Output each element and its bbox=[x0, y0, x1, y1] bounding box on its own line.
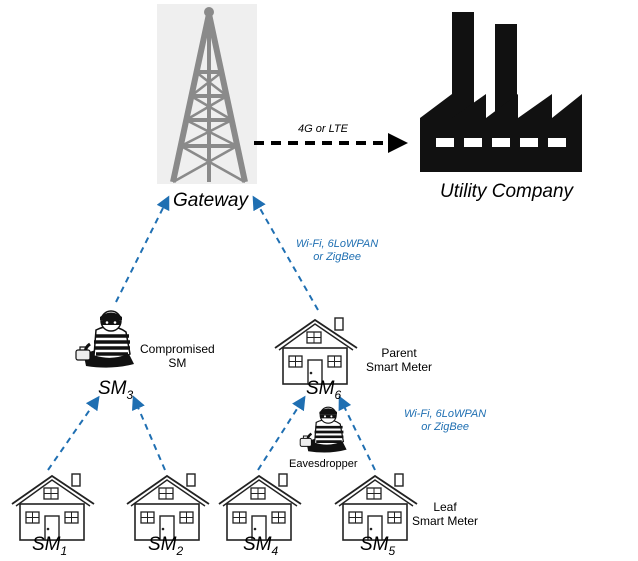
gateway-label: Gateway bbox=[173, 190, 248, 211]
house-icon bbox=[274, 317, 358, 385]
leaf-line-2: Smart Meter bbox=[412, 514, 479, 528]
house-icon bbox=[126, 473, 210, 541]
upper-link-tech-label: Wi-Fi, 6LoWPAN or ZigBee bbox=[296, 238, 378, 264]
eavesdropper-annotation: Eavesdropper bbox=[289, 458, 358, 470]
burglar-icon bbox=[74, 309, 136, 370]
sm5-label-sub: 5 bbox=[388, 543, 396, 558]
sm3-label: SM3 bbox=[98, 378, 133, 402]
lower-link-tech-label: Wi-Fi, 6LoWPAN or ZigBee bbox=[404, 408, 486, 434]
sm1-label-base: SM bbox=[32, 534, 61, 555]
sm2-label-base: SM bbox=[148, 534, 177, 555]
house-icon bbox=[218, 473, 302, 541]
compromised-line-1: Compromised bbox=[140, 342, 215, 356]
sm5-label-base: SM bbox=[360, 534, 389, 555]
sm6-label-base: SM bbox=[306, 378, 335, 399]
link-sm1-sm3 bbox=[47, 395, 100, 471]
sm1-label-sub: 1 bbox=[60, 543, 68, 558]
leaf-meter-annotation: Leaf Smart Meter bbox=[412, 500, 478, 528]
cell-tower-icon bbox=[157, 4, 257, 184]
compromised-sm-annotation: Compromised SM bbox=[140, 342, 215, 370]
upper-link-tech-line-2: or ZigBee bbox=[313, 251, 361, 263]
sm4-label-sub: 4 bbox=[271, 543, 279, 558]
sm2-label-sub: 2 bbox=[176, 543, 184, 558]
house-icon bbox=[334, 473, 418, 541]
sm4-label-base: SM bbox=[243, 534, 272, 555]
sm2-label: SM2 bbox=[148, 534, 183, 558]
burglar-icon bbox=[298, 405, 348, 454]
utility-company-label: Utility Company bbox=[440, 181, 574, 202]
lower-link-tech-line-1: Wi-Fi, 6LoWPAN bbox=[404, 408, 487, 420]
upper-link-tech-line-1: Wi-Fi, 6LoWPAN bbox=[296, 238, 379, 250]
parent-meter-annotation: Parent Smart Meter bbox=[366, 346, 432, 374]
sm3-label-base: SM bbox=[98, 378, 127, 399]
parent-line-1: Parent bbox=[381, 346, 417, 360]
sm1-label: SM1 bbox=[32, 534, 67, 558]
backhaul-link-label: 4G or LTE bbox=[298, 123, 348, 135]
link-sm5-sm6 bbox=[338, 395, 376, 471]
sm3-label-sub: 3 bbox=[126, 387, 134, 402]
house-icon bbox=[11, 473, 95, 541]
link-sm2-sm3 bbox=[131, 395, 166, 471]
sm4-label: SM4 bbox=[243, 534, 278, 558]
link-sm3-gateway bbox=[115, 195, 170, 303]
factory-icon bbox=[420, 12, 582, 172]
compromised-line-2: SM bbox=[168, 356, 187, 370]
sm5-label: SM5 bbox=[360, 534, 395, 558]
sm6-label-sub: 6 bbox=[334, 387, 342, 402]
sm6-label: SM6 bbox=[306, 378, 341, 402]
link-sm4-sm6 bbox=[257, 395, 306, 471]
leaf-line-1: Leaf bbox=[433, 500, 457, 514]
parent-line-2: Smart Meter bbox=[366, 360, 433, 374]
lower-link-tech-line-2: or ZigBee bbox=[421, 421, 469, 433]
